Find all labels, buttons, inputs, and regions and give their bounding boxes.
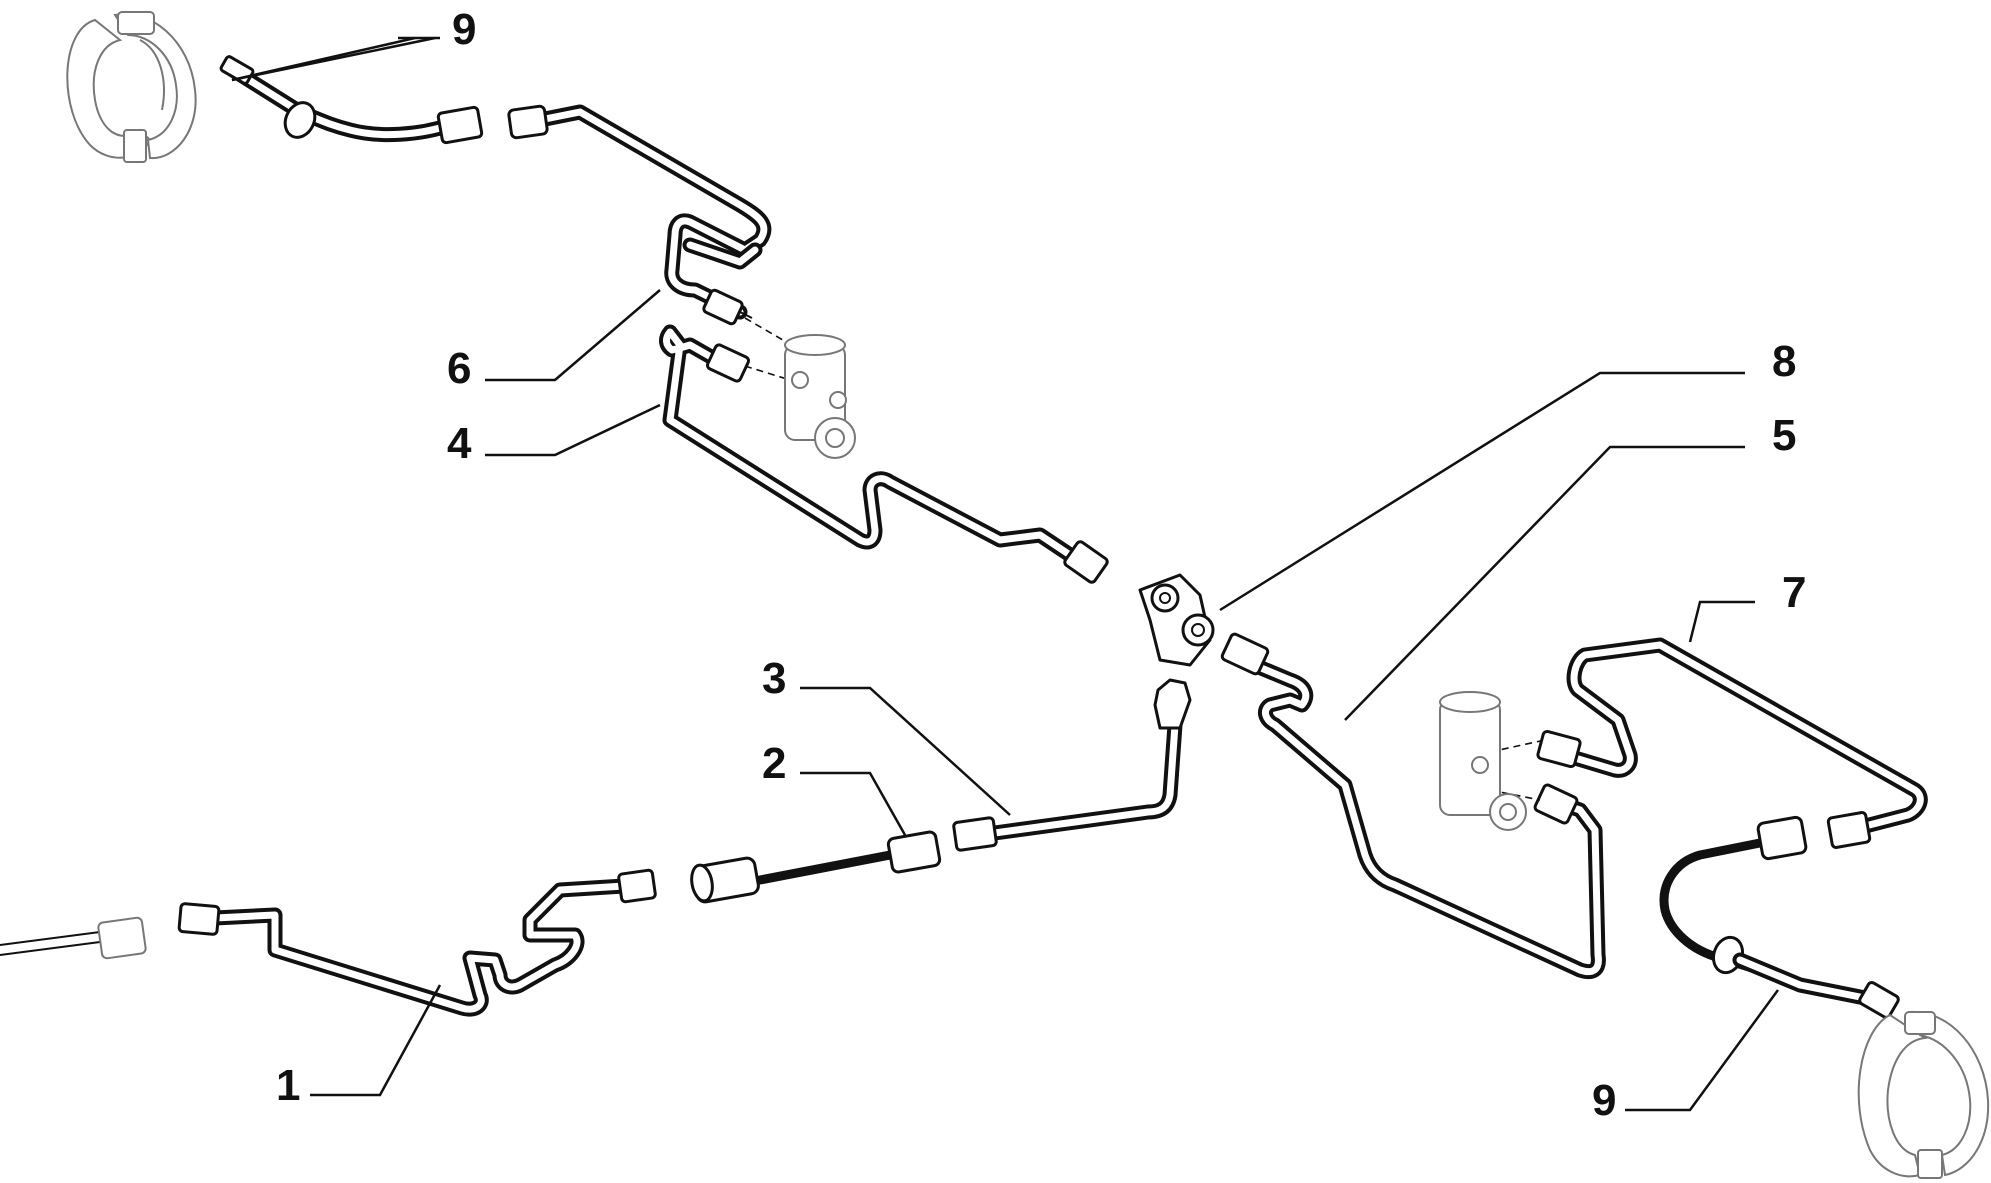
brake-pipe-6 xyxy=(507,104,772,326)
callout-9-top: 9 xyxy=(452,5,476,54)
brake-pipe-4 xyxy=(659,324,1109,584)
callout-labels: 9 6 4 3 2 1 8 5 7 9 xyxy=(276,5,1806,1125)
flex-hose-2 xyxy=(690,830,942,904)
brake-pipe-5 xyxy=(1220,632,1606,980)
callout-5: 5 xyxy=(1772,411,1796,460)
callout-6: 6 xyxy=(447,344,471,393)
pressure-regulator-lower xyxy=(1439,691,1546,831)
master-cylinder-line xyxy=(0,916,147,960)
callout-3: 3 xyxy=(762,654,786,703)
brake-drum-bottom-right xyxy=(1857,1010,1990,1179)
flex-hose-9-bottom xyxy=(1659,815,1900,1019)
callout-9-bottom: 9 xyxy=(1592,1076,1616,1125)
brake-pipe-3 xyxy=(952,678,1192,852)
callout-1: 1 xyxy=(276,1061,300,1110)
leader-lines xyxy=(231,36,1780,1112)
brake-drum-top-left xyxy=(66,11,197,163)
tee-connector-8 xyxy=(1138,573,1215,667)
callout-7: 7 xyxy=(1782,568,1806,617)
callout-8: 8 xyxy=(1772,337,1796,386)
brake-pipe-1 xyxy=(177,868,657,1017)
flex-hose-9-top xyxy=(219,55,484,145)
pressure-regulator-upper xyxy=(744,317,856,459)
brake-pipe-7 xyxy=(1536,637,1928,849)
callout-2: 2 xyxy=(762,739,786,788)
callout-4: 4 xyxy=(447,419,472,468)
